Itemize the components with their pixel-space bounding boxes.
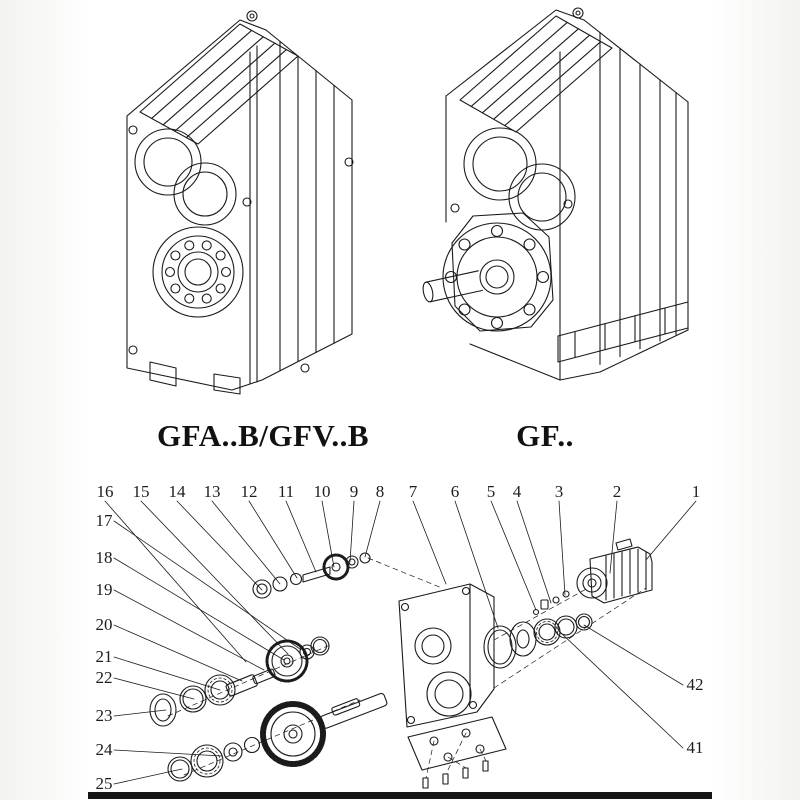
leader-lines (104, 500, 697, 785)
callout-1: 1 (691, 482, 701, 501)
callout-7: 7 (408, 482, 418, 501)
callout-3: 3 (554, 482, 564, 501)
callout-9: 9 (349, 482, 359, 501)
callout-8: 8 (375, 482, 385, 501)
callout-24: 24 (95, 740, 113, 759)
exploded-view-drawing (104, 500, 697, 789)
callout-19: 19 (95, 580, 113, 599)
cover-parts-row (483, 613, 593, 669)
gear-housing (398, 583, 495, 728)
callout-4: 4 (512, 482, 522, 501)
callout-15: 15 (132, 482, 150, 501)
callout-16: 16 (96, 482, 114, 501)
callout-41: 41 (686, 738, 704, 757)
callout-25: 25 (95, 774, 113, 793)
callout-20: 20 (95, 615, 113, 634)
upper-parts-row (252, 552, 371, 599)
callout-10: 10 (313, 482, 331, 501)
lower-parts-row (167, 692, 388, 782)
callout-13: 13 (203, 482, 221, 501)
callout-14: 14 (168, 482, 186, 501)
callout-23: 23 (95, 706, 113, 725)
callout-12: 12 (240, 482, 258, 501)
callout-2: 2 (612, 482, 622, 501)
callout-21: 21 (95, 647, 113, 666)
gearbox-right-drawing (422, 7, 689, 381)
callout-42: 42 (686, 675, 704, 694)
motor (532, 538, 653, 616)
assembly-axis-lines (167, 557, 647, 779)
callout-18: 18 (95, 548, 113, 567)
base-plate (407, 716, 507, 789)
callout-5: 5 (486, 482, 496, 501)
callout-6: 6 (450, 482, 460, 501)
model-label-right: GF.. (516, 418, 574, 453)
callout-11: 11 (277, 482, 295, 501)
callout-17: 17 (95, 511, 113, 530)
middle-parts-row (149, 636, 330, 727)
gearbox-left-drawing (126, 10, 354, 395)
bottom-divider (88, 792, 712, 799)
callout-22: 22 (95, 668, 113, 687)
model-label-left: GFA..B/GFV..B (156, 418, 370, 453)
